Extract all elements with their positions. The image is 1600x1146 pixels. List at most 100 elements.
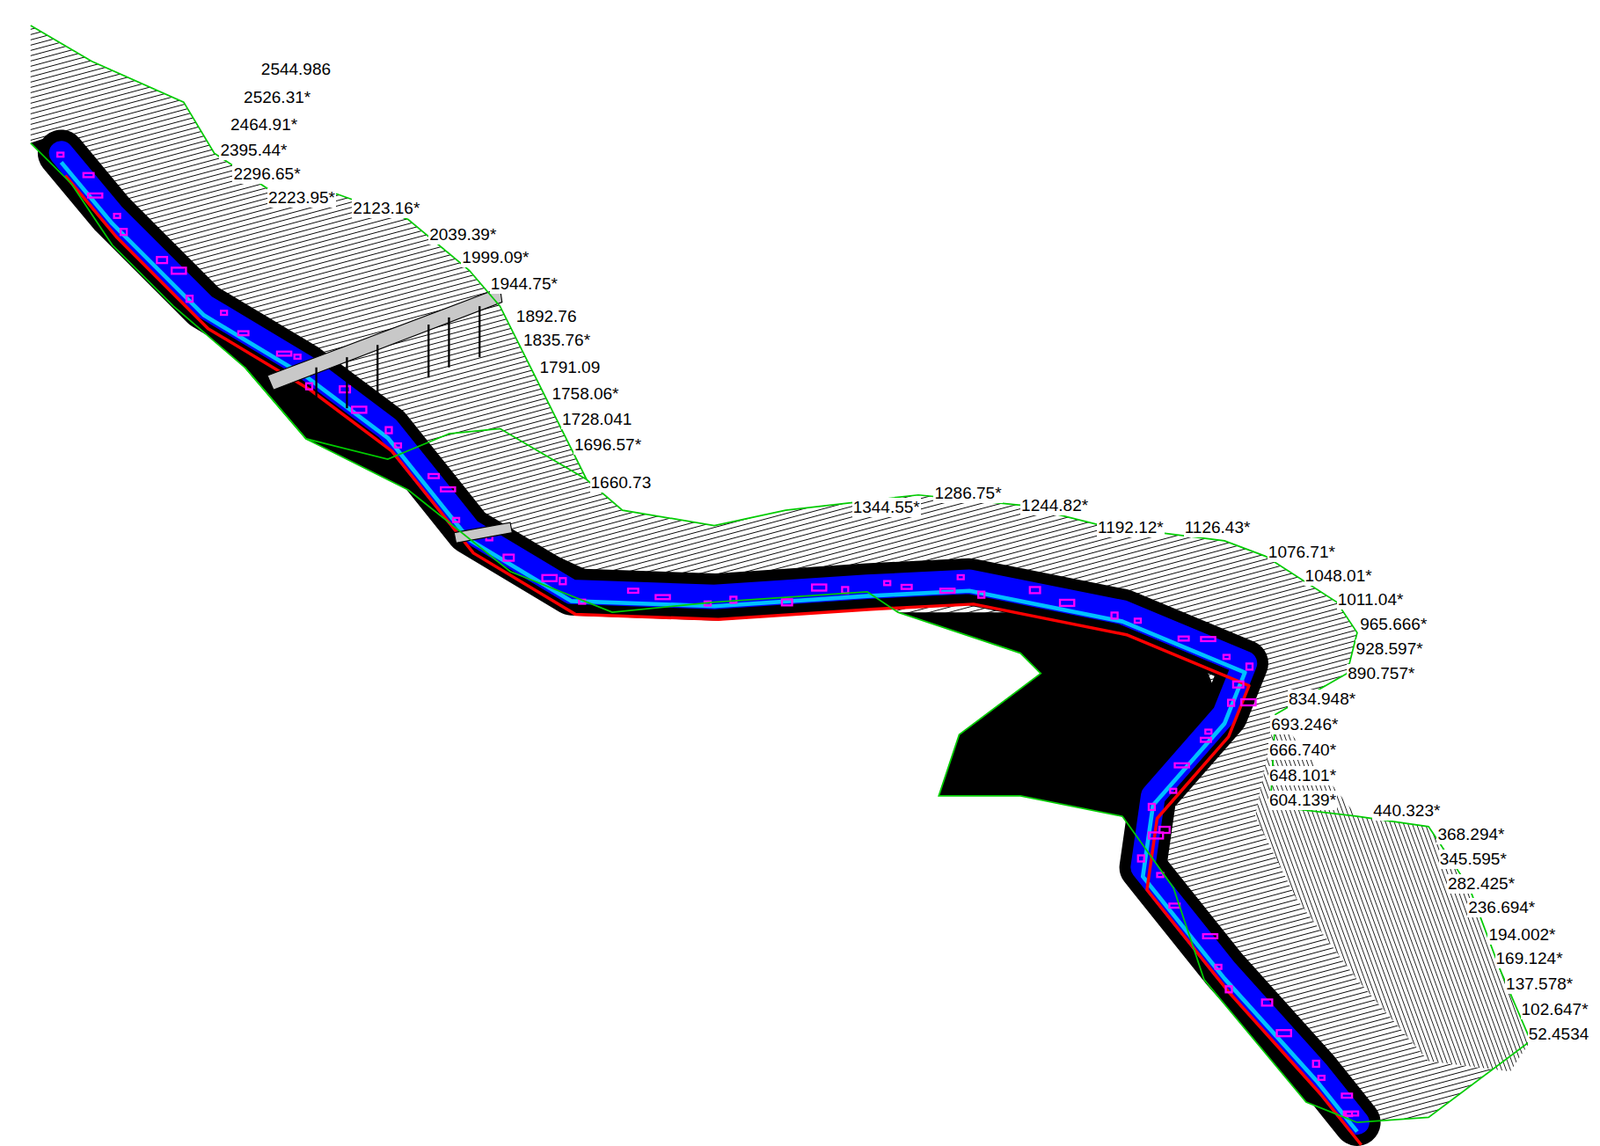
river-station: 693.246* (1270, 715, 1339, 735)
structure-mark (428, 474, 439, 479)
structure-mark (452, 518, 460, 523)
structure-mark (156, 256, 168, 264)
structure-mark (339, 386, 351, 393)
river-station: 965.666* (1358, 614, 1428, 635)
river-station: 2039.39* (428, 225, 497, 245)
structure-marks (57, 153, 1359, 1117)
structure-mark (1134, 618, 1141, 623)
structure-mark (901, 584, 913, 590)
river-station: 236.694* (1467, 898, 1536, 918)
river-station: 345.595* (1439, 849, 1508, 870)
river-station: 169.124* (1495, 949, 1564, 969)
river-station: 440.323* (1372, 801, 1441, 821)
river-station: 890.757* (1346, 664, 1416, 684)
river-station: 1791.09 (539, 357, 602, 378)
structure-mark (1030, 586, 1041, 593)
river-station: 1696.57* (573, 435, 643, 455)
river-station: 2544.986 (260, 59, 332, 80)
structure-mark (120, 228, 127, 235)
bridge-deck (267, 287, 503, 390)
structure-mark (277, 351, 292, 357)
structure-mark (1200, 636, 1215, 642)
river-station: 102.647* (1520, 1000, 1590, 1020)
structure-mark (1313, 1060, 1320, 1067)
river-station: 648.101* (1268, 766, 1337, 786)
river-station: 2223.95* (267, 188, 337, 208)
river-station: 282.425* (1446, 874, 1516, 894)
structure-mark (220, 310, 227, 315)
river-station: 2526.31* (242, 87, 312, 108)
river-station: 1758.06* (550, 384, 620, 404)
structure-mark (940, 588, 955, 593)
structure-mark (841, 586, 848, 593)
structure-mark (1138, 855, 1145, 863)
boundary-line (244, 367, 587, 481)
structure-mark (87, 193, 103, 198)
structure-mark (1111, 612, 1118, 619)
structure-mark (1175, 763, 1190, 768)
structure-mark (1227, 700, 1235, 707)
structure-mark (1215, 964, 1222, 970)
river-station: 1244.82* (1020, 496, 1089, 516)
structure-mark (1157, 873, 1164, 878)
structure-mark (503, 555, 514, 562)
structure-mark (1205, 730, 1212, 735)
bank-line (65, 175, 1361, 1146)
river-station: 2296.65* (232, 164, 301, 184)
structure-mark (1178, 636, 1190, 642)
structure-mark (781, 599, 793, 606)
structure-mark (542, 575, 557, 582)
river-station: 1126.43* (1183, 518, 1252, 538)
river-station: 1835.76* (522, 330, 592, 351)
structure-mark (978, 591, 985, 599)
structure-mark (1223, 655, 1230, 660)
structure-mark (294, 354, 301, 359)
river-station: 928.597* (1355, 639, 1425, 659)
structure-mark (114, 213, 121, 219)
structure-mark (957, 575, 965, 580)
river-station: 137.578* (1505, 974, 1574, 994)
structure-mark (1169, 789, 1177, 794)
structure-mark (655, 595, 670, 600)
river-station: 2395.44* (219, 140, 288, 161)
river-station: 1892.76 (515, 306, 578, 327)
structure-mark (811, 584, 826, 592)
river-station: 2464.91* (229, 115, 299, 135)
structure-mark (1246, 663, 1253, 670)
structure-mark (386, 427, 393, 434)
structure-mark (1342, 1093, 1353, 1098)
river-station: 2123.16* (351, 198, 421, 219)
river-station: 1660.73 (590, 473, 653, 493)
terrain-surface (30, 25, 1531, 1123)
structure-mark (1168, 903, 1180, 908)
structure-mark (1241, 699, 1256, 706)
structure-mark (1059, 599, 1074, 607)
river-station: 1344.55* (852, 497, 921, 518)
structure-mark (1233, 681, 1244, 688)
structure-mark (171, 267, 186, 274)
structure-mark (1148, 803, 1155, 811)
river-station: 1944.75* (489, 274, 559, 294)
river-station: 1076.71* (1267, 542, 1337, 563)
structure-mark (559, 577, 566, 585)
structure-mark (394, 443, 402, 448)
water-edge (61, 162, 1358, 1133)
river-station: 194.002* (1487, 925, 1557, 945)
structure-mark (440, 487, 455, 492)
river-station: 368.294* (1436, 825, 1506, 845)
structure-mark (1262, 999, 1273, 1006)
river-station: 1286.75* (933, 483, 1002, 504)
structure-mark (1318, 1075, 1325, 1081)
boundary-line (30, 25, 1531, 1123)
river-station: 1048.01* (1304, 566, 1374, 586)
structure-mark (884, 581, 891, 586)
bridge-piers (316, 306, 481, 419)
river-station: 666.740* (1268, 740, 1337, 760)
structure-mark (1277, 1030, 1292, 1037)
boundary-line (30, 143, 1358, 1124)
structure-mark (1200, 737, 1212, 743)
river-station: 1192.12* (1096, 518, 1165, 538)
structure-mark (1344, 1111, 1359, 1117)
river-station: 52.4534 (1527, 1024, 1591, 1045)
